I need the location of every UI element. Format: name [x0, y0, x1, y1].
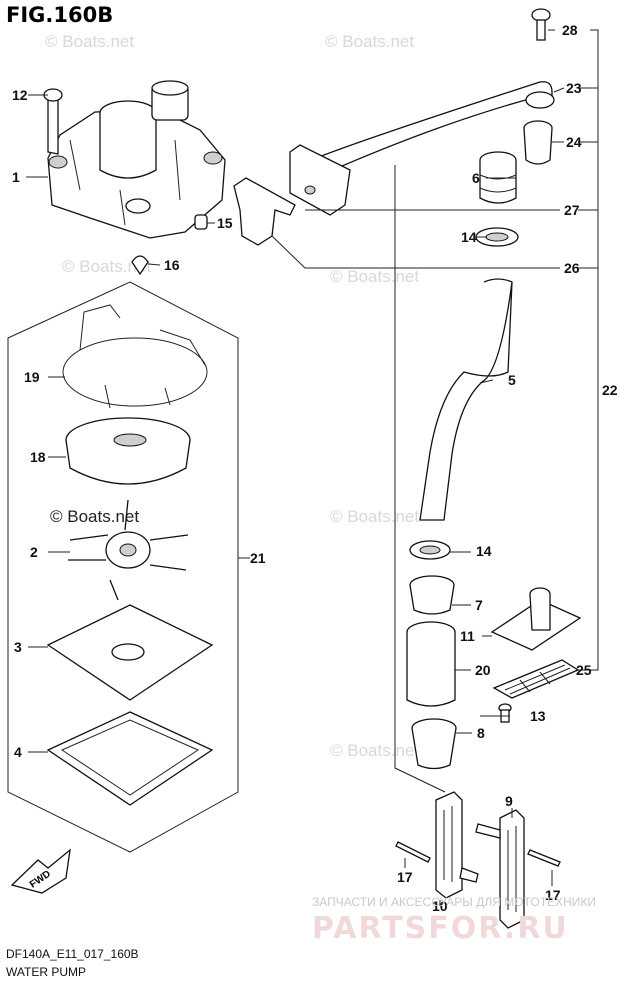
callout-21: 21: [250, 550, 266, 566]
callout-labels: 12 1 15 16 19 18 2 3 4 21 28 23 24 6 27 …: [12, 22, 618, 914]
watermark-text-dark: © Boats.net: [50, 507, 139, 526]
pump-plate-hole: [111, 643, 145, 661]
callout-4: 4: [14, 744, 22, 760]
watermark-text: © Boats.net: [325, 32, 414, 51]
dowel-pin: [194, 214, 208, 230]
pump-case: [43, 80, 226, 239]
impeller-liner: [65, 417, 191, 485]
key: [131, 255, 149, 276]
impeller-liner-ring: [62, 304, 208, 409]
callout-18: 18: [30, 449, 46, 465]
callout-16: 16: [164, 257, 180, 273]
tapping-screw: [395, 841, 431, 863]
callout-13: 13: [530, 708, 546, 724]
watermark-text: © Boats.net: [330, 741, 419, 760]
callout-11: 11: [460, 628, 475, 644]
watermark-text: © Boats.net: [330, 267, 419, 286]
callout-28: 28: [562, 22, 578, 38]
water-strainer: [492, 659, 580, 699]
callout-2: 2: [30, 544, 38, 560]
callout-26: 26: [564, 260, 580, 276]
callout-7: 7: [475, 597, 483, 613]
pipe-clamp: [233, 177, 296, 246]
brand-main: PARTSFOR.RU: [312, 911, 569, 946]
kit-bracket: [7, 281, 239, 853]
callout-12: 12: [12, 87, 28, 103]
figure-title: FIG.160B: [6, 3, 113, 27]
callout-22: 22: [602, 382, 618, 398]
pipe-bracket: [289, 144, 351, 216]
callout-3: 3: [14, 639, 22, 655]
grommet-upper: [523, 120, 553, 165]
callout-19: 19: [24, 369, 40, 385]
watermark-text: © Boats.net: [62, 257, 151, 276]
callout-8: 8: [477, 725, 485, 741]
water-tube: [419, 278, 513, 521]
strainer-bolt: [498, 703, 512, 723]
watermark-text: © Boats.net: [330, 507, 419, 526]
callout-20: 20: [475, 662, 491, 678]
impeller: [68, 499, 189, 601]
water-pipe: [299, 81, 555, 181]
callout-1: 1: [12, 169, 20, 185]
model-code: DF140A_E11_017_160B: [6, 947, 139, 961]
callout-25: 25: [576, 662, 592, 678]
guide-9: [475, 809, 525, 929]
water-pipe-lower: [406, 621, 456, 707]
section-name: WATER PUMP: [6, 965, 86, 979]
assembly-bracket: [394, 165, 446, 793]
watermark-text: © Boats.net: [45, 32, 134, 51]
pipe-screw: [531, 8, 551, 41]
grommet: [479, 151, 517, 204]
callout-9: 9: [505, 793, 513, 809]
callout-10: 10: [432, 898, 448, 914]
callout-23: 23: [566, 80, 582, 96]
guide-10: [435, 791, 479, 899]
water-guide-plate: [490, 587, 582, 651]
callout-6: 6: [472, 170, 480, 186]
callout-24: 24: [566, 134, 582, 150]
brand-subtitle: ЗАПЧАСТИ И АКСЕССУАРЫ ДЛЯ МОТОТЕХНИКИ: [312, 895, 596, 909]
callout-14-lower: 14: [476, 543, 492, 559]
leader-lines: [26, 29, 599, 906]
tapping-screw: [527, 849, 561, 867]
pump-gasket: [46, 711, 214, 806]
callout-27: 27: [564, 202, 580, 218]
callout-15: 15: [217, 215, 233, 231]
grommet-bottom: [411, 718, 457, 770]
callout-14-upper: 14: [461, 229, 477, 245]
fwd-arrow: FWD: [10, 848, 71, 894]
brand-watermark: ЗАПЧАСТИ И АКСЕССУАРЫ ДЛЯ МОТОТЕХНИКИ PA…: [312, 895, 596, 946]
grommet-lower: [409, 575, 455, 615]
callout-5: 5: [508, 372, 516, 388]
seal-lower: [409, 540, 451, 560]
callout-17-right: 17: [545, 887, 561, 903]
callout-17-left: 17: [397, 869, 413, 885]
